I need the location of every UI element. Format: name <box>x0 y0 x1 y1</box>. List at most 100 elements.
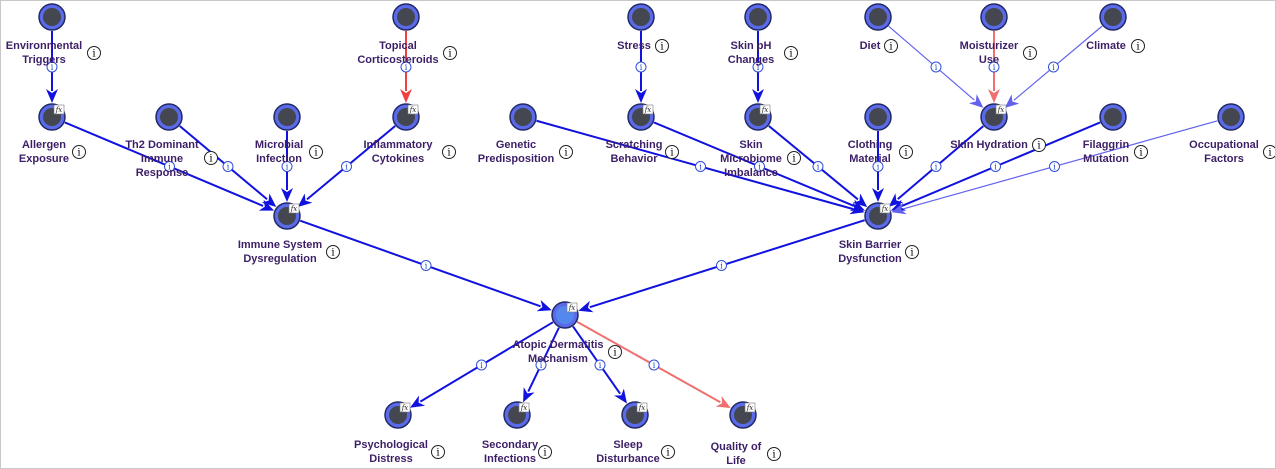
edge-line[interactable] <box>527 327 560 392</box>
edge-info-icon[interactable]: i <box>812 161 824 172</box>
edge-moisturizer_use-to-skin_hydration[interactable] <box>988 31 1000 103</box>
edge-occupational_factors-to-skin_barrier_dysfunction[interactable] <box>891 120 1218 215</box>
node-info-icon[interactable]: i <box>1032 138 1046 152</box>
edge-info-icon[interactable]: i <box>1049 161 1060 172</box>
function-icon[interactable]: fx <box>642 104 654 115</box>
edge-info-icon[interactable]: i <box>930 61 942 73</box>
edge-info-icon[interactable]: i <box>476 359 487 371</box>
function-icon[interactable]: fx <box>288 203 300 214</box>
node-info-icon[interactable]: i <box>1134 145 1148 159</box>
edge-atopic_dermatitis-to-quality_of_life[interactable] <box>576 320 731 409</box>
node-info-icon[interactable]: i <box>608 345 622 359</box>
edge-info-icon[interactable]: i <box>341 161 352 172</box>
function-icon[interactable]: fx <box>407 104 419 115</box>
edge-line[interactable] <box>64 121 264 207</box>
edge-info-icon[interactable]: i <box>535 359 547 371</box>
node-info-icon[interactable]: i <box>538 445 552 459</box>
edge-immune_dysregulation-to-atopic_dermatitis[interactable] <box>299 219 552 312</box>
edge-line[interactable] <box>299 219 541 308</box>
edge-environmental_triggers-to-allergen_exposure[interactable] <box>46 31 58 103</box>
edge-info-icon[interactable]: i <box>164 161 175 172</box>
edge-info-icon[interactable]: i <box>420 260 432 271</box>
edge-line[interactable] <box>576 320 721 404</box>
edge-line[interactable] <box>179 125 268 201</box>
node-info-icon[interactable]: i <box>443 46 457 60</box>
function-icon[interactable]: fx <box>995 104 1007 115</box>
node-info-icon[interactable]: i <box>442 145 456 159</box>
function-icon[interactable]: fx <box>879 203 891 214</box>
edge-microbial_infection-to-immune_dysregulation[interactable] <box>281 131 293 202</box>
node-info-icon[interactable]: i <box>665 145 679 159</box>
node-info-icon[interactable]: i <box>784 46 798 60</box>
node-info-icon[interactable]: i <box>204 151 218 165</box>
edge-skin_ph-to-skin_microbiome[interactable] <box>752 31 764 103</box>
edge-line[interactable] <box>897 125 985 200</box>
edge-info-icon[interactable]: i <box>752 61 764 73</box>
edge-stress-to-scratching_behavior[interactable] <box>635 31 647 103</box>
edge-diet-to-skin_hydration[interactable] <box>888 25 984 108</box>
edge-info-icon[interactable]: i <box>635 61 647 73</box>
edge-info-icon[interactable]: i <box>716 260 727 271</box>
edge-line[interactable] <box>901 121 1101 207</box>
node-info-icon[interactable]: i <box>884 39 898 53</box>
node-info-icon[interactable]: i <box>87 46 101 60</box>
edge-info-icon[interactable]: i <box>400 61 412 73</box>
node-info-icon[interactable]: i <box>431 445 445 459</box>
edge-info-icon[interactable]: i <box>872 161 884 172</box>
edge-info-icon[interactable]: i <box>988 61 1000 73</box>
node-info-icon[interactable]: i <box>1023 46 1037 60</box>
edge-info-icon[interactable]: i <box>46 61 58 73</box>
edge-th2_response-to-immune_dysregulation[interactable] <box>179 125 277 208</box>
node-info-icon[interactable]: i <box>1131 39 1145 53</box>
edge-scratching_behavior-to-skin_barrier_dysfunction[interactable] <box>653 121 866 211</box>
edge-allergen_exposure-to-immune_dysregulation[interactable] <box>64 121 275 211</box>
edge-line[interactable] <box>888 25 975 101</box>
function-icon[interactable]: fx <box>518 402 530 413</box>
node-info-icon[interactable]: i <box>655 39 669 53</box>
edge-atopic_dermatitis-to-psychological_distress[interactable] <box>410 321 554 408</box>
node-info-icon[interactable]: i <box>1263 145 1276 159</box>
node-info-icon[interactable]: i <box>767 447 781 461</box>
edge-line[interactable] <box>419 321 554 403</box>
edge-line[interactable] <box>653 121 855 207</box>
edge-line[interactable] <box>589 219 865 309</box>
edge-atopic_dermatitis-to-secondary_infections[interactable] <box>523 327 560 403</box>
edge-info-icon[interactable]: i <box>930 161 942 172</box>
edge-info-icon[interactable]: i <box>594 359 606 371</box>
edge-line[interactable] <box>536 119 854 210</box>
edge-filaggrin_mutation-to-skin_barrier_dysfunction[interactable] <box>890 121 1101 211</box>
edge-clothing_material-to-skin_barrier_dysfunction[interactable] <box>872 131 884 202</box>
edge-info-icon[interactable]: i <box>990 161 1001 172</box>
function-icon[interactable]: fx <box>744 402 756 413</box>
edge-atopic_dermatitis-to-sleep_disturbance[interactable] <box>572 325 627 404</box>
node-info-icon[interactable]: i <box>787 151 801 165</box>
edge-skin_microbiome-to-skin_barrier_dysfunction[interactable] <box>768 125 868 208</box>
edge-info-icon[interactable]: i <box>695 161 706 172</box>
edge-info-icon[interactable]: i <box>222 161 234 172</box>
edge-info-icon[interactable]: i <box>281 161 293 172</box>
edge-info-icon[interactable]: i <box>754 161 765 172</box>
node-info-icon[interactable]: i <box>899 145 913 159</box>
edge-skin_barrier_dysfunction-to-atopic_dermatitis[interactable] <box>578 219 865 313</box>
edge-topical_corticosteroids-to-inflammatory_cytokines[interactable] <box>400 31 412 103</box>
function-icon[interactable]: fx <box>566 302 578 313</box>
node-info-icon[interactable]: i <box>326 245 340 259</box>
edge-line[interactable] <box>902 120 1218 210</box>
edge-inflammatory_cytokines-to-immune_dysregulation[interactable] <box>297 125 396 208</box>
edge-climate-to-skin_hydration[interactable] <box>1004 25 1103 108</box>
